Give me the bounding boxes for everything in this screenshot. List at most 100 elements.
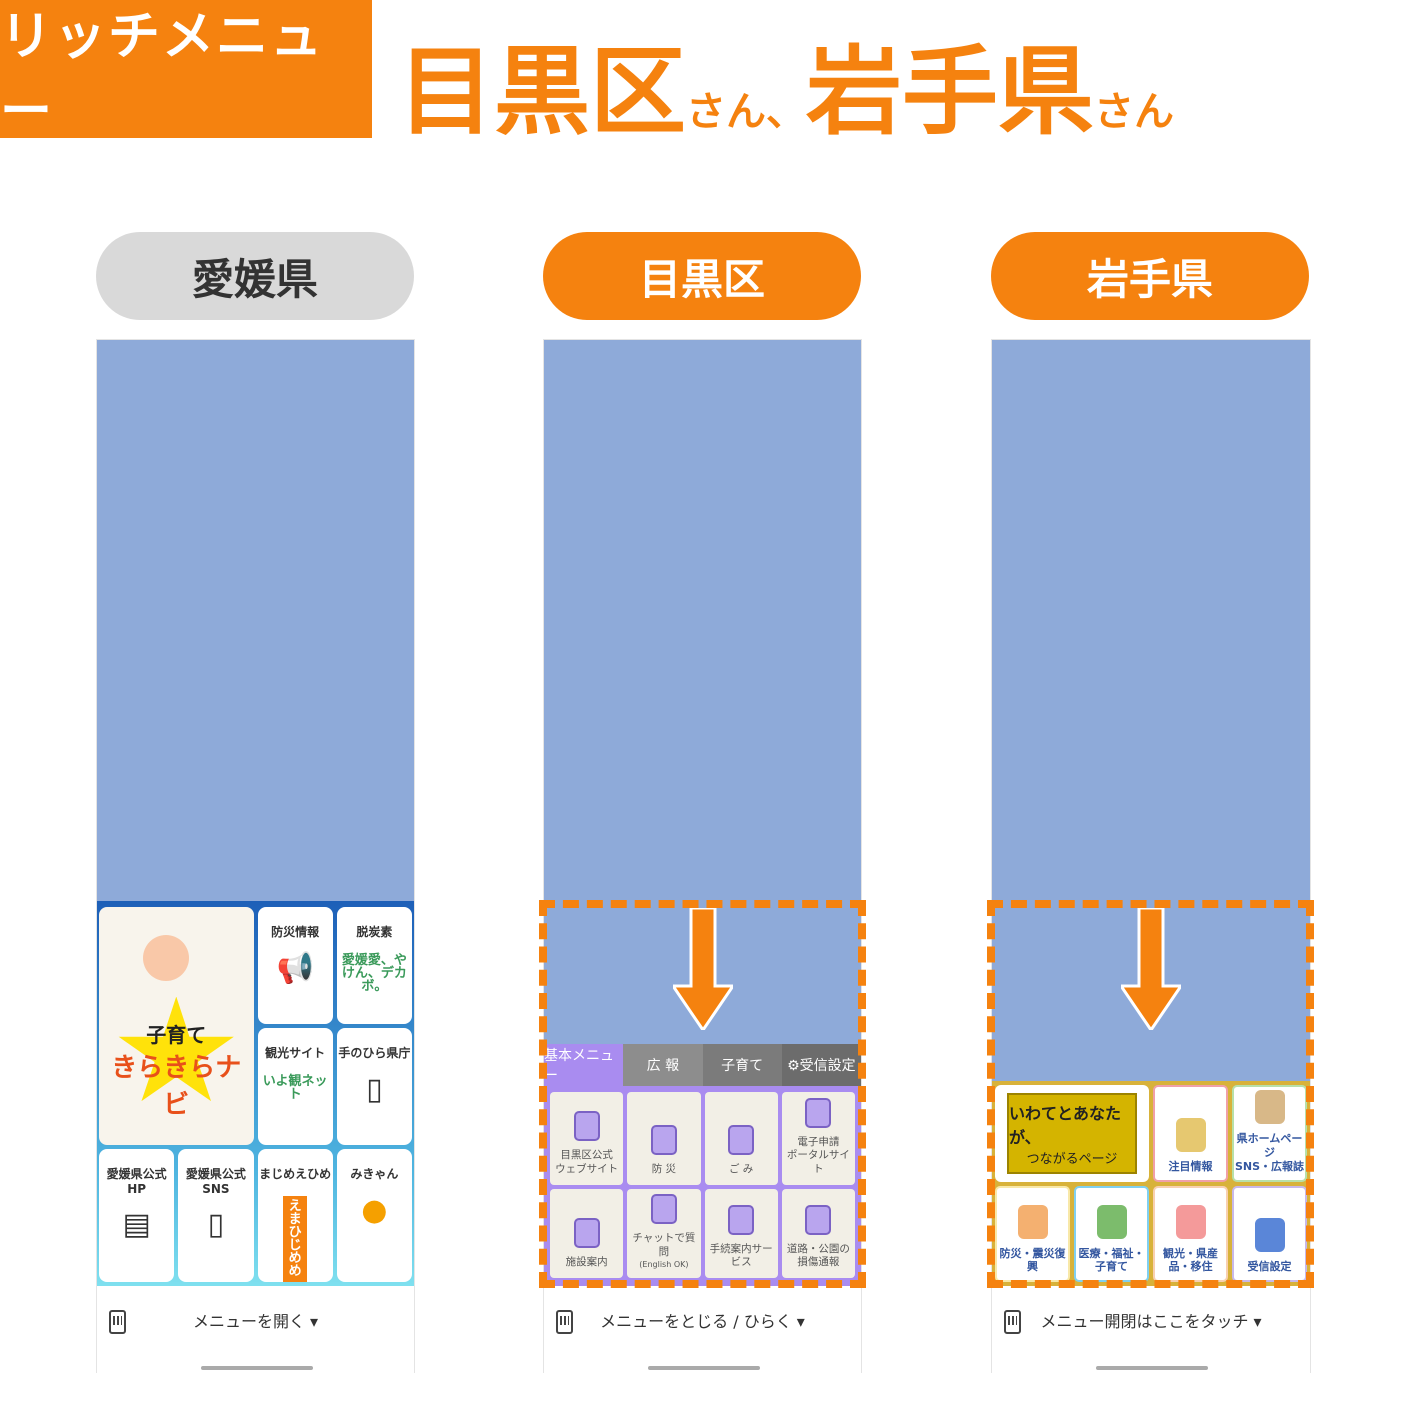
chat-area	[97, 340, 414, 901]
menu-toggle-label: メニュー開閉はここをタッチ ▾	[1040, 1312, 1262, 1331]
label-iwate: 岩手県	[991, 232, 1309, 320]
tile-sub: いよ観ネット	[262, 1074, 328, 1102]
tile-4[interactable]: 電子申請 ポータルサイト	[781, 1092, 855, 1185]
home-indicator	[201, 1366, 313, 1370]
tile-label: まじめえひめ	[259, 1167, 332, 1181]
tile-icon	[573, 1218, 600, 1249]
tile-5[interactable]: 施設案内	[550, 1188, 624, 1278]
smartphone-icon: ▯	[207, 1207, 225, 1242]
tab-1[interactable]: 基本メニュー	[544, 1044, 624, 1086]
tile-label: 受信設定	[1247, 1260, 1292, 1274]
menu-toggle-label: メニューをとじる / ひらく ▾	[600, 1312, 805, 1331]
arrow-down-icon	[1121, 908, 1181, 1030]
tile-label: チャットで質問	[632, 1232, 696, 1258]
tile-8[interactable]: みきゃん ●	[336, 1149, 412, 1282]
label-meguro: 目黒区	[543, 232, 861, 320]
tile-label: 県ホームページ SNS・広報誌	[1234, 1132, 1305, 1173]
tile-icon	[805, 1204, 832, 1235]
tile-sub: えまひじめめ	[283, 1196, 308, 1282]
tile-1[interactable]: 注目情報	[1153, 1085, 1228, 1182]
tile-label: 愛媛県公式SNS	[185, 1167, 246, 1196]
tile-label: 観光・県産品・移住	[1163, 1246, 1218, 1274]
tile-kirakira-navi[interactable]: 子育て きらきらナビ	[99, 907, 254, 1145]
rich-menu-ehime: 子育て きらきらナビ 防災情報 📢 脱炭素愛媛愛、やけん、デカボ。観光サイトいよ観ネ…	[97, 901, 414, 1286]
tile-6[interactable]: チャットで質問(English OK)	[627, 1188, 701, 1278]
tile-icon	[1096, 1204, 1127, 1239]
tile-sub: 愛媛愛、やけん、デカボ。	[341, 953, 407, 994]
highlight-frame-meguro	[539, 900, 866, 1288]
tab-4[interactable]: ⚙受信設定	[781, 1044, 861, 1086]
home-indicator	[648, 1366, 760, 1370]
tile-1[interactable]: 防災情報 📢	[257, 907, 333, 1024]
headline-part: さん、	[686, 89, 806, 135]
tile-label: 防災情報	[271, 925, 320, 939]
tile-3[interactable]: 観光サイトいよ観ネット	[257, 1028, 333, 1145]
tile-label: 防 災	[651, 1162, 677, 1175]
tile-label: 脱炭素	[356, 925, 393, 939]
highlight-frame-iwate	[987, 900, 1314, 1288]
baby-illustration	[143, 935, 189, 981]
keyboard-icon[interactable]	[556, 1310, 573, 1334]
arrow-down-icon	[673, 908, 733, 1030]
tile-icon	[1017, 1204, 1048, 1239]
tile-4[interactable]: 手のひら県庁 ▯	[336, 1028, 412, 1145]
tile-label: 観光サイト	[265, 1046, 326, 1060]
label-ehime: 愛媛県	[96, 232, 414, 320]
tile-icon	[650, 1124, 677, 1155]
tile-icon	[573, 1111, 600, 1142]
tile-iwate-banner[interactable]: いわてとあなたが、つながるページ	[995, 1085, 1149, 1182]
browser-icon: ▤	[122, 1207, 151, 1242]
tile-label: ご み	[728, 1162, 754, 1175]
tile-label: 施設案内	[565, 1256, 608, 1269]
rich-menu-meguro: 基本メニュー広 報子育て⚙受信設定 目黒区公式 ウェブサイト防 災 ご み 電子申請…	[544, 1044, 861, 1286]
tile-icon	[1175, 1117, 1206, 1152]
keyboard-icon[interactable]	[109, 1310, 126, 1334]
tile-label: みきゃん	[350, 1167, 399, 1181]
phone-ehime: 子育て きらきらナビ 防災情報 📢 脱炭素愛媛愛、やけん、デカボ。観光サイトいよ観ネ…	[96, 339, 415, 1374]
menu-toggle-label: メニューを開く ▾	[192, 1312, 319, 1331]
tile-icon	[1254, 1090, 1285, 1125]
tile-6[interactable]: 愛媛県公式SNS ▯	[178, 1149, 254, 1282]
menu-toggle-bar[interactable]: メニュー開閉はここをタッチ ▾	[992, 1286, 1310, 1374]
tile-label: 手のひら県庁	[338, 1046, 411, 1060]
tile-8[interactable]: 道路・公園の 損傷通報	[781, 1188, 855, 1278]
tile-2[interactable]: 防 災	[627, 1092, 701, 1185]
tile-5[interactable]: 愛媛県公式HP ▤	[99, 1149, 175, 1282]
tile-5[interactable]: 観光・県産品・移住	[1153, 1185, 1228, 1282]
menu-toggle-bar[interactable]: メニューを開く ▾	[97, 1286, 414, 1374]
kira-line2: きらきらナビ	[111, 1053, 242, 1120]
tile-label: 手続案内サービス	[709, 1242, 773, 1269]
tile-label: 愛媛県公式HP	[106, 1167, 167, 1196]
tile-2[interactable]: 脱炭素愛媛愛、やけん、デカボ。	[336, 907, 412, 1024]
tile-icon	[728, 1204, 755, 1235]
menu-toggle-bar[interactable]: メニューをとじる / ひらく ▾	[544, 1286, 861, 1374]
tile-7[interactable]: まじめえひめえまひじめめ	[257, 1149, 333, 1282]
rich-menu-iwate: いわてとあなたが、つながるページ 注目情報 県ホームページ SNS・広報誌防災・震…	[992, 1081, 1310, 1286]
phone-iwate: いわてとあなたが、つながるページ 注目情報 県ホームページ SNS・広報誌防災・震…	[991, 339, 1311, 1374]
kira-line1: 子育て	[146, 1023, 207, 1047]
tile-label: 目黒区公式 ウェブサイト	[555, 1149, 619, 1175]
phone-hand-icon: ▯	[366, 1072, 383, 1107]
banner-line2: つながるページ	[1026, 1151, 1118, 1167]
tile-label: 医療・福祉・子育て	[1078, 1246, 1145, 1274]
tab-3[interactable]: 子育て	[702, 1044, 782, 1086]
banner-line1: いわてとあなたが、	[1009, 1103, 1122, 1147]
tile-7[interactable]: 手続案内サービス	[704, 1188, 778, 1278]
tile-sub: (English OK)	[639, 1259, 689, 1269]
tile-icon	[1175, 1204, 1206, 1239]
headline: 目黒区さん、岩手県さん	[398, 14, 1174, 153]
tile-3[interactable]: 防災・震災復興	[995, 1185, 1070, 1282]
headline-part: さん	[1094, 89, 1174, 135]
tile-label: 道路・公園の 損傷通報	[786, 1242, 850, 1269]
tab-2[interactable]: 広 報	[623, 1044, 703, 1086]
tile-1[interactable]: 目黒区公式 ウェブサイト	[550, 1092, 624, 1185]
megaphone-icon: 📢	[276, 951, 314, 986]
tile-2[interactable]: 県ホームページ SNS・広報誌	[1232, 1085, 1307, 1182]
tile-icon	[805, 1097, 832, 1128]
tile-3[interactable]: ご み	[704, 1092, 778, 1185]
tile-label: 防災・震災復興	[999, 1246, 1066, 1274]
tile-label: 注目情報	[1168, 1159, 1213, 1173]
mascot-icon: ●	[361, 1193, 388, 1228]
phone-meguro: 基本メニュー広 報子育て⚙受信設定 目黒区公式 ウェブサイト防 災 ご み 電子申請…	[543, 339, 862, 1374]
keyboard-icon[interactable]	[1004, 1310, 1021, 1334]
